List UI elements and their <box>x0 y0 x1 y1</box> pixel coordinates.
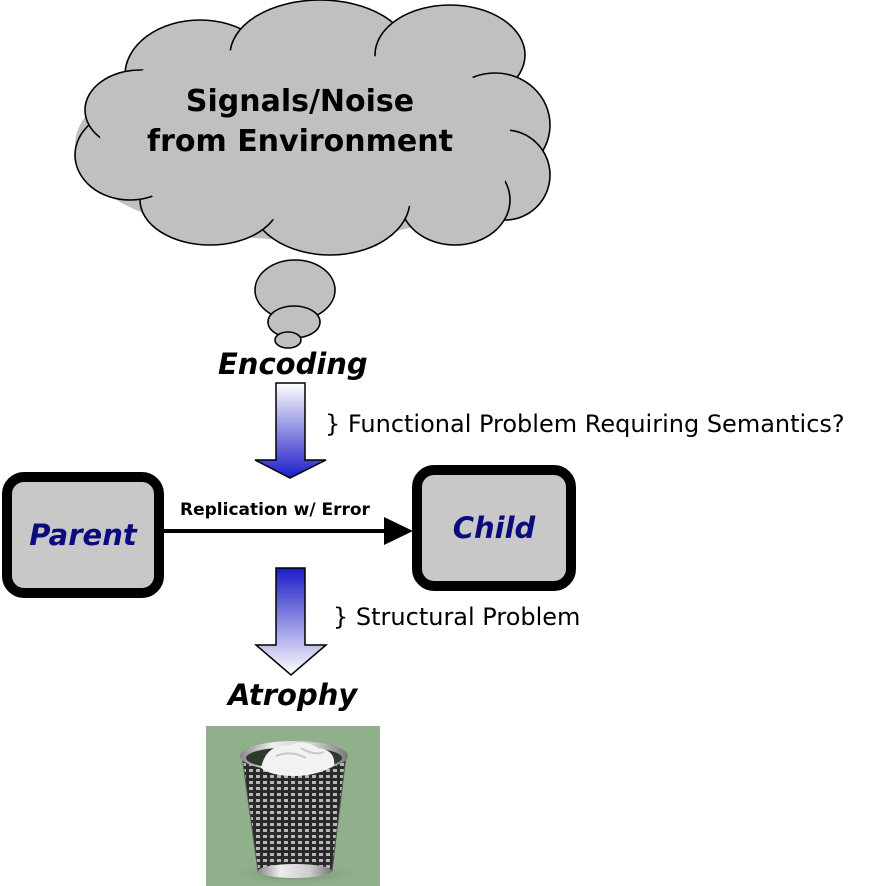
replication-label: Replication w/ Error <box>180 500 370 520</box>
parent-label: Parent <box>29 518 137 552</box>
parent-node: Parent <box>2 472 164 598</box>
cloud-label-line1: Signals/Noise <box>185 84 415 119</box>
encoding-label: Encoding <box>218 347 368 381</box>
atrophy-arrow <box>253 567 329 676</box>
encoding-arrow <box>254 382 327 479</box>
functional-problem-note: } Functional Problem Requiring Semantics… <box>325 410 845 438</box>
thought-bubbles <box>254 259 336 349</box>
thought-cloud <box>74 0 551 256</box>
replication-arrow-head <box>384 517 413 545</box>
structural-problem-note: } Structural Problem <box>333 603 581 631</box>
child-label: Child <box>452 511 536 545</box>
trash-can-icon <box>221 741 371 886</box>
atrophy-label: Atrophy <box>228 678 358 712</box>
child-node: Child <box>412 465 576 591</box>
cloud-label-line2: from Environment <box>147 124 453 159</box>
trash-can-image <box>206 726 380 886</box>
cloud-label: Signals/Noise from Environment <box>140 82 460 162</box>
